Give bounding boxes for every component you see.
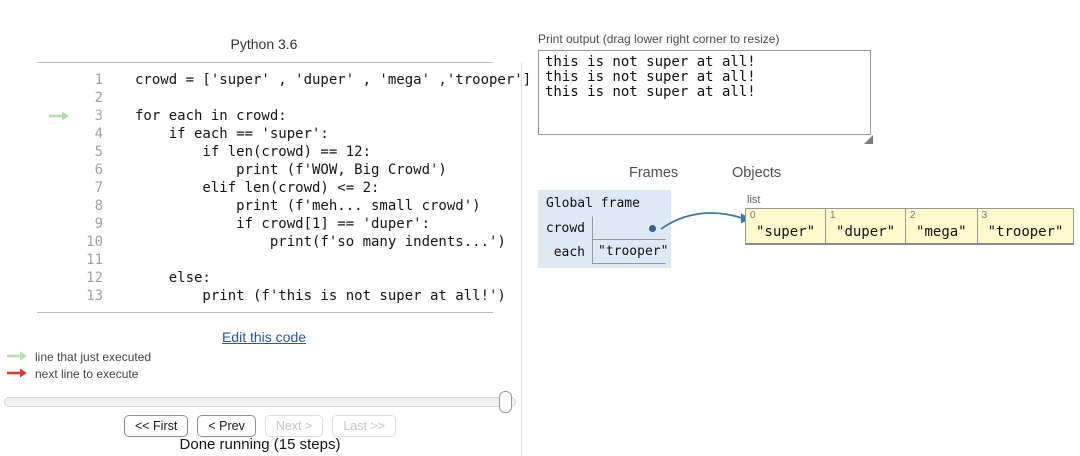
code-text: elif len(crowd) <= 2:	[135, 180, 380, 196]
execution-status: Done running (15 steps)	[179, 436, 341, 453]
code-line: 10 print(f'so many indents...')	[37, 233, 506, 251]
code-line: 1 crowd = ['super' , 'duper' , 'mega' ,'t…	[37, 71, 532, 89]
step-slider-handle[interactable]	[499, 391, 512, 413]
list-value: "mega"	[916, 224, 967, 240]
code-line: 8 print (f'meh... small crowd')	[37, 197, 493, 215]
objects-header: Objects	[732, 165, 782, 181]
pane-divider	[521, 62, 522, 456]
list-cell: 2 "mega"	[906, 209, 978, 243]
edit-code-link[interactable]: Edit this code	[221, 329, 307, 345]
list-object: list 0 "super" 1 "duper" 2 "mega" 3 "tro…	[745, 194, 1075, 245]
code-line: 3 for each in crowd:	[37, 107, 493, 125]
global-frame: Global frame crowd each "trooper"	[538, 190, 671, 268]
code-line: 12 else:	[37, 269, 493, 287]
frames-header: Frames	[629, 165, 679, 181]
line-number: 5	[94, 144, 103, 160]
variable-value-pointer	[592, 216, 666, 240]
code-line: 5 if len(crowd) == 12:	[37, 143, 493, 161]
legend-next-label: next line to execute	[35, 367, 139, 381]
code-text: print(f'so many indents...')	[135, 234, 506, 250]
list-index: 0	[750, 210, 756, 221]
code-text: print (f'WOW, Big Crowd')	[135, 162, 447, 178]
variable-name: crowd	[545, 220, 585, 236]
line-number: 8	[94, 198, 103, 214]
line-number: 2	[94, 90, 103, 106]
code-line: 6 print (f'WOW, Big Crowd')	[37, 161, 493, 179]
line-number: 3	[94, 108, 103, 124]
prev-button[interactable]: < Prev	[197, 415, 256, 437]
list-cell: 1 "duper"	[826, 209, 907, 243]
line-number: 6	[94, 162, 103, 178]
list-type-label: list	[747, 194, 761, 206]
list-index: 2	[910, 210, 916, 221]
list-value: "trooper"	[987, 224, 1064, 240]
line-number: 11	[86, 252, 103, 268]
last-button: Last >>	[332, 415, 397, 437]
next-button: Next >	[264, 415, 324, 437]
legend-executed-label: line that just executed	[35, 350, 152, 364]
variable-name: each	[553, 244, 585, 260]
global-frame-title: Global frame	[546, 196, 640, 211]
language-title: Python 3.6	[230, 36, 298, 52]
code-line: 7 elif len(crowd) <= 2:	[37, 179, 493, 197]
code-text: for each in crowd:	[135, 108, 287, 124]
line-number: 10	[86, 234, 103, 250]
first-button[interactable]: << First	[123, 415, 189, 437]
line-number: 13	[86, 288, 103, 304]
list-cell: 3 "trooper"	[977, 209, 1074, 243]
code-text: if each == 'super':	[135, 126, 329, 142]
step-slider-track[interactable]	[4, 397, 516, 407]
code-text: crowd = ['super' , 'duper' , 'mega' ,'tr…	[135, 72, 532, 88]
print-output-textarea[interactable]: this is not super at all! this is not su…	[538, 50, 871, 135]
code-text: if crowd[1] == 'duper':	[135, 216, 431, 232]
navigation-buttons: << First < Prev Next > Last >>	[0, 415, 520, 437]
pointer-arrow-icon	[660, 212, 751, 230]
next-arrow-icon	[6, 367, 28, 381]
legend-next: next line to execute	[6, 367, 138, 381]
legend-executed: line that just executed	[6, 350, 151, 364]
executed-arrow-icon	[6, 350, 28, 364]
list-index: 1	[830, 210, 836, 221]
code-line: 13 print (f'this is not super at all!')	[37, 287, 506, 305]
pointer-origin-dot	[649, 225, 656, 232]
list-cells: 0 "super" 1 "duper" 2 "mega" 3 "trooper"	[745, 208, 1075, 245]
code-text: print (f'this is not super at all!')	[135, 288, 506, 304]
code-text: print (f'meh... small crowd')	[135, 198, 481, 214]
line-number: 9	[94, 216, 103, 232]
line-number: 1	[94, 72, 103, 88]
list-index: 3	[981, 210, 988, 221]
code-text: if len(crowd) == 12:	[135, 144, 372, 160]
executed-line-arrow-icon	[37, 111, 75, 121]
list-value: "duper"	[836, 224, 896, 240]
code-line: 2	[37, 89, 493, 107]
code-line: 9 if crowd[1] == 'duper':	[37, 215, 493, 233]
variable-row: each "trooper"	[538, 240, 671, 264]
variable-row: crowd	[538, 216, 671, 240]
code-line: 11	[37, 251, 493, 269]
list-cell: 0 "super"	[746, 209, 827, 243]
list-value: "super"	[756, 224, 816, 240]
resize-grip-icon[interactable]	[864, 135, 873, 144]
code-line: 4 if each == 'super':	[37, 125, 493, 143]
variable-value: "trooper"	[592, 240, 668, 264]
line-number: 4	[94, 126, 103, 142]
code-listing: 1 crowd = ['super' , 'duper' , 'mega' ,'t…	[37, 62, 532, 313]
line-number: 12	[86, 270, 103, 286]
line-number: 7	[94, 180, 103, 196]
print-output-label: Print output (drag lower right corner to…	[538, 32, 780, 46]
code-text: else:	[135, 270, 211, 286]
